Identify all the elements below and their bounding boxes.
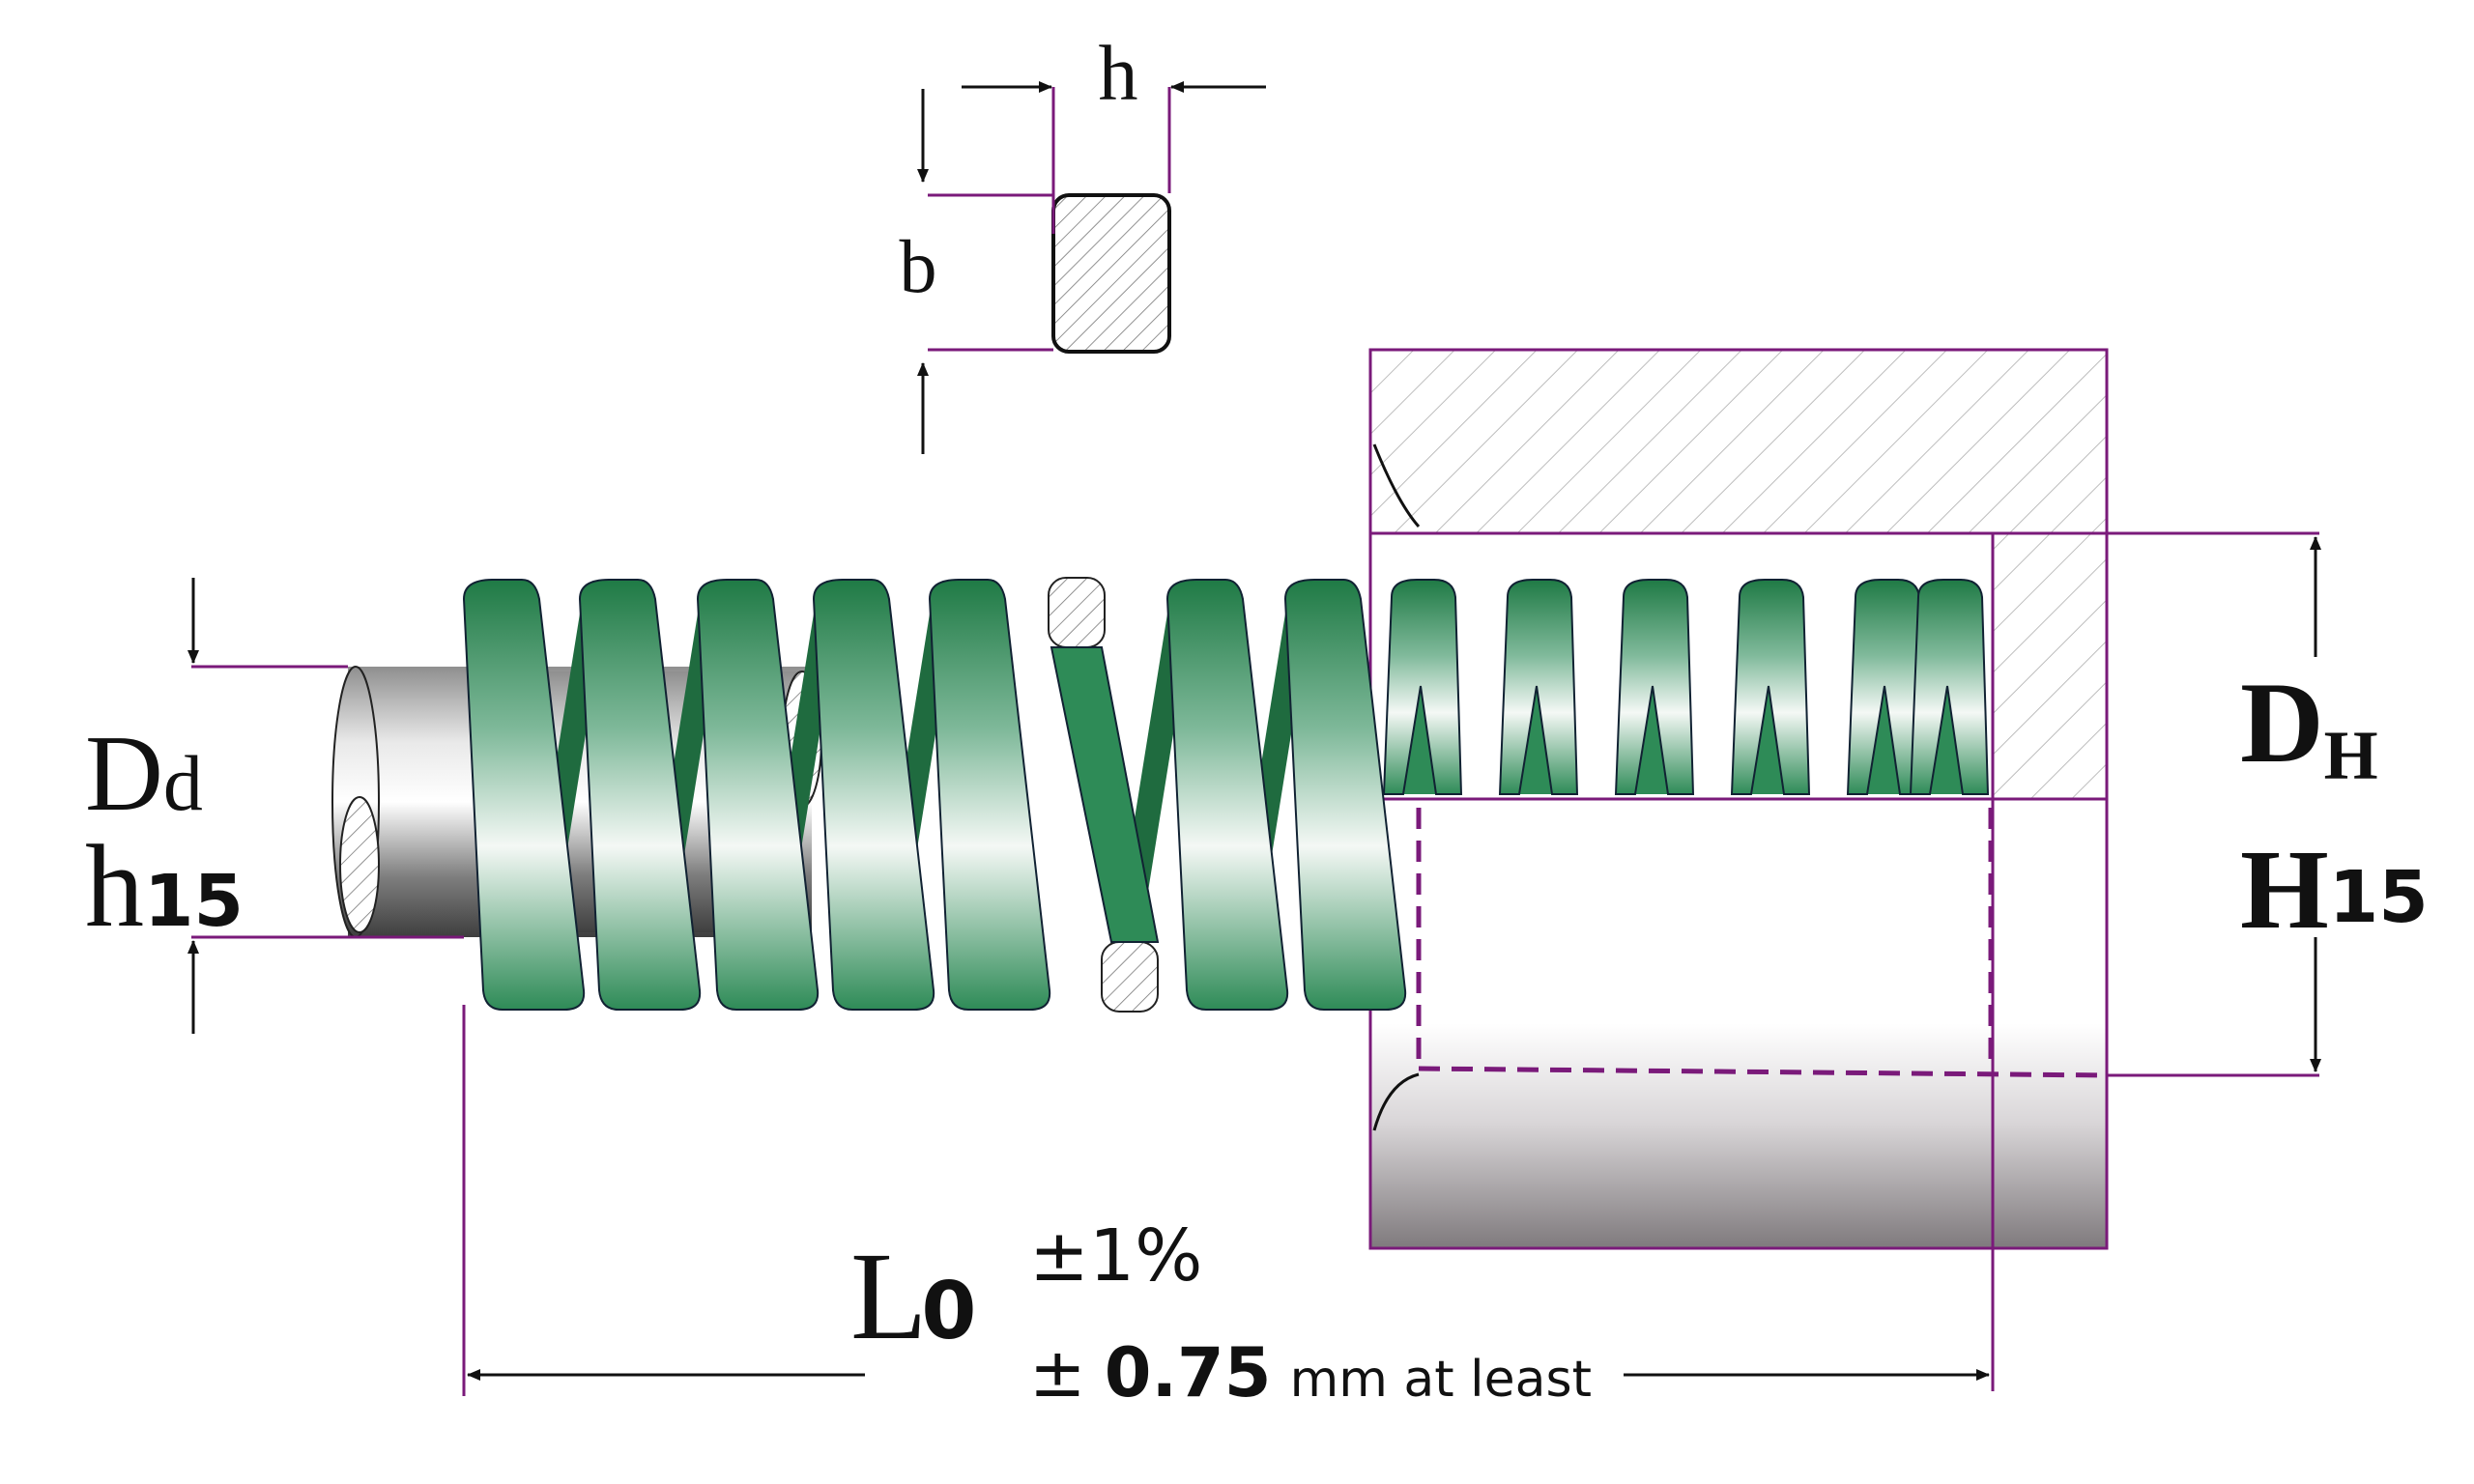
spring-coil xyxy=(1165,579,1289,1011)
rod-diameter-dimension: Dd h15 xyxy=(85,578,464,1034)
rod-diameter-subscript: d xyxy=(163,739,203,827)
spring-coil-back xyxy=(1050,646,1160,943)
spring-coil xyxy=(1909,579,1990,795)
rod-diameter-label: Dd xyxy=(85,714,203,834)
profile-width-label: h xyxy=(1099,29,1138,117)
spring-coil xyxy=(1382,579,1463,795)
rod-tolerance-letter: h xyxy=(85,821,144,952)
spring-coil xyxy=(1283,579,1407,1011)
rod-diameter-symbol: D xyxy=(85,714,163,834)
spring-coil xyxy=(462,579,586,1011)
length-symbol: L xyxy=(850,1227,927,1366)
die-spring xyxy=(462,577,1990,1013)
spring-section-bottom xyxy=(1101,941,1159,1013)
bore-diameter-label: DH xyxy=(2240,658,2378,794)
length-subscript: 0 xyxy=(921,1266,976,1357)
spring-coil xyxy=(928,579,1051,1011)
profile-height-label: b xyxy=(900,224,937,308)
length-tolerance-mm-value: 0.75 xyxy=(1105,1333,1272,1413)
length-label: L0 xyxy=(850,1227,976,1366)
spring-section-top xyxy=(1048,577,1106,648)
bore-diameter-dimension: DH H15 xyxy=(2107,531,2429,1077)
bore-diameter-subscript: H xyxy=(2324,717,2378,794)
length-tolerance-mm-note: mm at least xyxy=(1290,1351,1592,1409)
length-tolerance-percent: ±1% xyxy=(1029,1214,1202,1298)
profile-section xyxy=(1051,193,1171,354)
spring-coil xyxy=(812,579,935,1011)
spring-coil xyxy=(1498,579,1579,795)
spring-coil xyxy=(578,579,702,1011)
spring-coil xyxy=(1730,579,1811,795)
length-tolerance-mm-sign: ± xyxy=(1029,1333,1086,1413)
length-tolerance-mm: ± 0.75 mm at least xyxy=(1029,1333,1592,1413)
rod-tolerance-label: h15 xyxy=(85,821,244,952)
rod-tolerance-grade: 15 xyxy=(144,860,244,943)
spring-coil xyxy=(696,579,820,1011)
wire-profile: h b xyxy=(900,29,1266,454)
spring-coil xyxy=(1614,579,1695,795)
free-length-dimension: L0 ±1% ± 0.75 mm at least xyxy=(462,1005,1990,1413)
housing-end-wall xyxy=(1993,533,2107,799)
bore-tolerance-grade: 15 xyxy=(2329,856,2429,939)
housing xyxy=(1368,348,2109,1391)
housing-lower-body xyxy=(1370,799,2107,1248)
bore-diameter-symbol: D xyxy=(2240,658,2324,786)
bore-tolerance-letter: H xyxy=(2240,826,2329,953)
housing-top-wall xyxy=(1370,350,2107,533)
bore-tolerance-label: H15 xyxy=(2240,826,2429,953)
